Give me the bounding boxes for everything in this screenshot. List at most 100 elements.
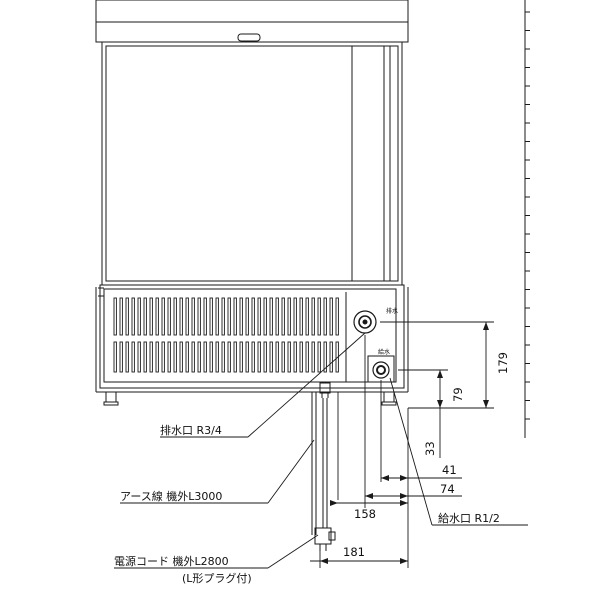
drain-tag: 排水 [386, 307, 398, 315]
vent-slot [113, 341, 117, 373]
vent-slot [275, 341, 279, 373]
vent-slot [173, 297, 177, 336]
vent-slot [119, 297, 123, 336]
vent-slot [329, 341, 333, 373]
vent-slot [143, 297, 147, 336]
earth-label: アース線 機外L3000 [120, 489, 222, 503]
vent-slot [233, 297, 237, 336]
vent-slot [179, 341, 183, 373]
vent-slot [233, 341, 237, 373]
dimension-arrows [320, 322, 489, 564]
earth-wire [319, 382, 331, 528]
vent-slot [257, 341, 261, 373]
vent-slot [131, 341, 135, 373]
vent-slot [137, 341, 141, 373]
vent-slot [311, 341, 315, 373]
vent-slot [185, 297, 189, 336]
supply-tag: 給水 [378, 348, 390, 356]
vent-slot [119, 341, 123, 373]
vent-slot [215, 341, 219, 373]
drain-fitting: 排水 [353, 307, 398, 334]
vent-slot [137, 297, 141, 336]
dim-158: 158 [354, 507, 376, 521]
vent-slot [191, 297, 195, 336]
vent-slot [113, 297, 117, 336]
vent-slot [221, 341, 225, 373]
vent-slot [239, 297, 243, 336]
vent-slot [125, 341, 129, 373]
vent-slot [317, 341, 321, 373]
side-ruler [524, 0, 530, 438]
dim-41: 41 [442, 463, 457, 477]
vent-louvres [113, 297, 339, 373]
vent-slot [191, 341, 195, 373]
vent-slot [155, 341, 159, 373]
power-cord [311, 392, 336, 551]
drain-label: 排水口 R3/4 [160, 423, 222, 437]
power-label: 電源コード 機外L2800 [114, 554, 229, 568]
vent-slot [245, 341, 249, 373]
vent-slot [161, 341, 165, 373]
plug-label: (L形プラグ付) [182, 571, 252, 585]
vent-slot [203, 297, 207, 336]
vent-slot [281, 297, 285, 336]
dimension-labels: 179 79 33 41 74 158 181 [343, 352, 510, 559]
vent-slot [149, 297, 153, 336]
vent-slot [149, 341, 153, 373]
vent-slot [173, 341, 177, 373]
vent-slot [335, 297, 339, 336]
vent-slot [209, 297, 213, 336]
vent-slot [221, 297, 225, 336]
vent-slot [287, 297, 291, 336]
vent-slot [167, 341, 171, 373]
vent-slot [275, 297, 279, 336]
vent-slot [203, 341, 207, 373]
vent-slot [131, 297, 135, 336]
vent-slot [263, 341, 267, 373]
vent-slot [311, 297, 315, 336]
vent-slot [269, 297, 273, 336]
panel-marks [98, 287, 104, 297]
leader-lines [114, 332, 528, 569]
vent-slot [209, 341, 213, 373]
supply-label: 給水口 R1/2 [438, 511, 500, 525]
vent-slot [155, 297, 159, 336]
vent-slot [125, 297, 129, 336]
vent-slot [293, 297, 297, 336]
vent-slot [323, 341, 327, 373]
dim-33: 33 [423, 441, 437, 456]
vent-slot [161, 297, 165, 336]
vent-slot [185, 341, 189, 373]
dim-181: 181 [343, 545, 365, 559]
vent-slot [287, 341, 291, 373]
vent-slot [299, 297, 303, 336]
vent-slot [215, 297, 219, 336]
supply-fitting: 給水 [367, 348, 395, 383]
callout-labels: 排水口 R3/4 アース線 機外L3000 電源コード 機外L2800 (L形プ… [114, 423, 500, 585]
vent-slot [197, 297, 201, 336]
vent-slot [245, 297, 249, 336]
vent-slot [143, 341, 147, 373]
vent-slot [227, 297, 231, 336]
vent-slot [227, 341, 231, 373]
vent-slot [281, 341, 285, 373]
vent-slot [251, 341, 255, 373]
vent-slot [305, 341, 309, 373]
dimension-lines [310, 321, 494, 568]
vent-slot [167, 297, 171, 336]
vent-slot [263, 297, 267, 336]
dim-74: 74 [440, 482, 455, 496]
dim-179: 179 [496, 352, 510, 374]
vent-slot [323, 297, 327, 336]
cabinet-outline [95, 0, 409, 406]
vent-slot [305, 297, 309, 336]
vent-slot [293, 341, 297, 373]
vent-slot [269, 341, 273, 373]
vent-slot [197, 341, 201, 373]
vent-slot [239, 341, 243, 373]
dim-79: 79 [451, 387, 465, 402]
vent-slot [179, 297, 183, 336]
vent-slot [329, 297, 333, 336]
